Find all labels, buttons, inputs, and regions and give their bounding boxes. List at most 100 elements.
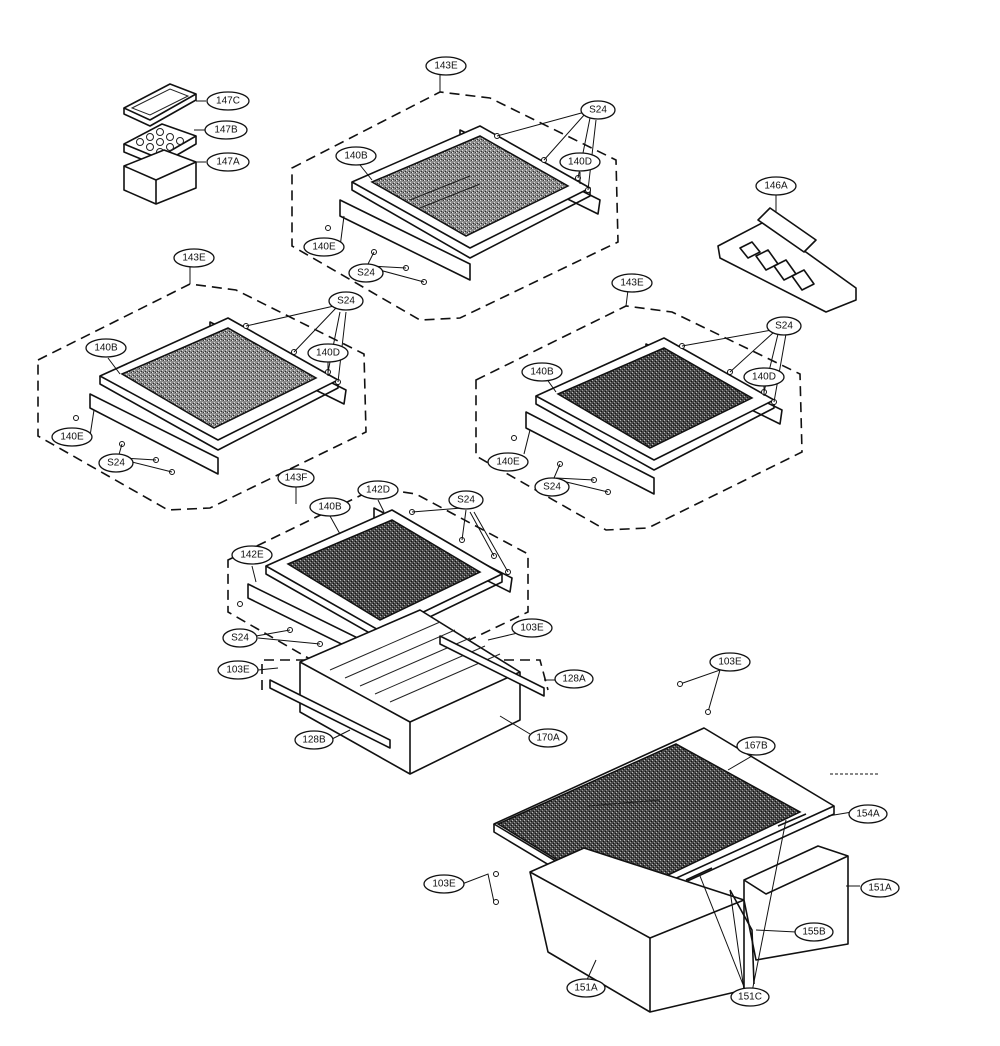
label-147c: 147C: [206, 91, 250, 111]
label-143e-left: 143E: [173, 248, 215, 268]
label-140e-left: 140E: [51, 427, 93, 447]
svg-text:147A: 147A: [216, 157, 240, 168]
screw-icon: [493, 871, 499, 877]
svg-text:151A: 151A: [868, 883, 892, 894]
egg-tray-cover-147c: [123, 83, 197, 127]
svg-text:140E: 140E: [312, 242, 336, 253]
svg-text:154A: 154A: [856, 809, 880, 820]
label-142d: 142D: [357, 480, 399, 500]
label-s24-lower-2: S24: [222, 628, 258, 648]
label-146a: 146A: [755, 176, 797, 196]
svg-text:140B: 140B: [530, 367, 554, 378]
screw-icon: [237, 601, 243, 607]
svg-text:140B: 140B: [94, 343, 118, 354]
svg-text:103E: 103E: [226, 665, 250, 676]
svg-text:170A: 170A: [536, 733, 560, 744]
label-103e-1: 103E: [511, 618, 553, 638]
svg-text:143E: 143E: [620, 278, 644, 289]
svg-text:128A: 128A: [562, 674, 586, 685]
label-143e-top: 143E: [425, 56, 467, 76]
svg-text:103E: 103E: [718, 657, 742, 668]
svg-text:142D: 142D: [366, 485, 390, 496]
screw-icon: [493, 899, 499, 905]
label-s24-right-2: S24: [534, 477, 570, 497]
svg-text:S24: S24: [357, 268, 375, 279]
label-128b: 128B: [294, 730, 334, 750]
label-s24-left-1: S24: [328, 291, 364, 311]
screw-icon: [705, 709, 711, 715]
svg-text:140D: 140D: [316, 348, 340, 359]
shelf-assembly-right: [475, 289, 803, 531]
svg-text:142E: 142E: [240, 550, 264, 561]
label-170a: 170A: [528, 728, 568, 748]
svg-text:140D: 140D: [752, 372, 776, 383]
screw-icon: [325, 225, 331, 231]
label-103e-2: 103E: [217, 660, 259, 680]
svg-text:155B: 155B: [802, 927, 826, 938]
svg-text:151A: 151A: [574, 983, 598, 994]
crisper-drawer-170a: [257, 609, 556, 775]
label-s24-top-2: S24: [348, 263, 384, 283]
svg-text:S24: S24: [543, 482, 561, 493]
svg-text:143E: 143E: [182, 253, 206, 264]
svg-text:140E: 140E: [60, 432, 84, 443]
label-140e-right: 140E: [487, 452, 529, 472]
svg-text:167B: 167B: [744, 741, 768, 752]
svg-text:146A: 146A: [764, 181, 788, 192]
svg-text:S24: S24: [231, 633, 249, 644]
svg-text:S24: S24: [775, 321, 793, 332]
label-140d-left: 140D: [307, 343, 349, 363]
divider-155b: [729, 889, 797, 985]
svg-text:147C: 147C: [216, 96, 240, 107]
label-151c: 151C: [730, 987, 770, 1007]
svg-text:143E: 143E: [434, 61, 458, 72]
label-140e-top: 140E: [303, 237, 345, 257]
shelf-assembly-left: [37, 266, 367, 511]
svg-text:S24: S24: [457, 495, 475, 506]
label-143e-right: 143E: [611, 273, 653, 293]
label-167b: 167B: [736, 736, 776, 756]
label-147a: 147A: [206, 152, 250, 172]
label-140b-lower: 140B: [309, 497, 351, 517]
label-142e: 142E: [231, 545, 273, 565]
label-103e-4: 103E: [423, 874, 465, 894]
screw-icon: [677, 681, 683, 687]
svg-text:140B: 140B: [344, 151, 368, 162]
svg-text:S24: S24: [107, 458, 125, 469]
svg-text:103E: 103E: [432, 879, 456, 890]
svg-text:128B: 128B: [302, 735, 326, 746]
label-155b: 155B: [794, 922, 834, 942]
label-140b-top: 140B: [335, 146, 377, 166]
label-s24-lower-1: S24: [448, 490, 484, 510]
label-143f: 143F: [277, 468, 315, 488]
label-140d-right: 140D: [743, 367, 785, 387]
label-140d-top: 140D: [559, 152, 601, 172]
label-151a-right: 151A: [860, 878, 900, 898]
label-128a: 128A: [554, 669, 594, 689]
label-147b: 147B: [204, 120, 248, 140]
egg-tray-assembly: [123, 83, 206, 205]
label-s24-right-1: S24: [766, 316, 802, 336]
svg-text:151C: 151C: [738, 992, 762, 1003]
egg-tray-147b: [123, 123, 197, 167]
svg-text:S24: S24: [589, 105, 607, 116]
svg-text:140E: 140E: [496, 457, 520, 468]
svg-text:143F: 143F: [285, 473, 308, 484]
label-103e-3: 103E: [709, 652, 751, 672]
label-140b-right: 140B: [521, 362, 563, 382]
screws-103e: [461, 669, 721, 905]
svg-text:S24: S24: [337, 296, 355, 307]
svg-text:103E: 103E: [520, 623, 544, 634]
label-s24-top-1: S24: [580, 100, 616, 120]
crisper-bin-151a-left: [529, 847, 745, 1013]
screw-icon: [511, 435, 517, 441]
bracket-146a: [717, 195, 857, 313]
label-s24-left-2: S24: [98, 453, 134, 473]
shelf-assembly-top: [291, 72, 619, 321]
screw-icon: [73, 415, 79, 421]
handle-151c: [685, 813, 807, 993]
label-154a: 154A: [848, 804, 888, 824]
svg-text:140B: 140B: [318, 502, 342, 513]
svg-text:140D: 140D: [568, 157, 592, 168]
